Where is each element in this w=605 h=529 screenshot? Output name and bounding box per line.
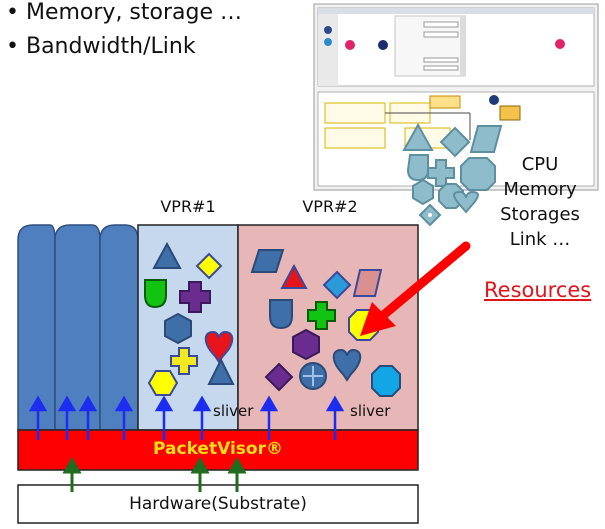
- resource-pointer-arrow: [360, 241, 471, 336]
- resource-link: Link …: [509, 229, 571, 250]
- resource-list: CPU Memory Storages Link …: [488, 152, 592, 252]
- vpr2-label: VPR#2: [302, 197, 358, 216]
- bullet-memory-storage: • Memory, storage …: [6, 0, 242, 25]
- heart-icon: [332, 348, 362, 382]
- octagon-icon: [371, 365, 401, 397]
- heart-icon: [453, 190, 479, 214]
- diamond-icon: [264, 362, 294, 392]
- diamond-icon: [195, 252, 223, 280]
- resource-storages: Storages: [500, 204, 580, 225]
- octagon-icon: [460, 157, 496, 191]
- blue-slices: [17, 224, 139, 431]
- packetvisor-label: PacketVisor®: [153, 439, 283, 459]
- vpr2-shapes: [250, 249, 401, 397]
- resources-link[interactable]: Resources: [484, 278, 592, 302]
- blue-slice-3: [99, 224, 139, 431]
- packetvisor-bar: [17, 429, 419, 471]
- parallelogram-icon: [352, 269, 383, 297]
- hexagon-icon: [164, 312, 192, 345]
- heart-icon: [204, 330, 234, 364]
- teardrop-icon: [406, 154, 429, 182]
- resource-cpu: CPU: [521, 154, 559, 175]
- sliver-label-1: sliver: [213, 402, 254, 420]
- resource-shapes: [402, 122, 503, 227]
- triangle-icon: [280, 263, 308, 289]
- parallelogram-icon: [250, 249, 285, 273]
- diamond-icon: [439, 126, 471, 158]
- vpr1-shapes: [144, 241, 235, 396]
- diamond-icon: [322, 270, 352, 300]
- sliver-label-2: sliver: [350, 402, 391, 420]
- teardrop-icon: [269, 299, 293, 330]
- hexagon-icon: [292, 328, 320, 361]
- green-arrows: [62, 457, 247, 492]
- hardware-box: [17, 484, 419, 524]
- cross-icon: [170, 347, 198, 375]
- triangle-icon: [207, 357, 235, 385]
- up-arrows: [28, 395, 345, 440]
- parallelogram-icon: [469, 125, 503, 153]
- triangle-icon: [402, 122, 434, 151]
- hardware-label: Hardware(Substrate): [129, 494, 307, 514]
- cross-icon: [307, 301, 336, 330]
- hexagon-icon: [147, 370, 179, 396]
- bullet-bandwidth-link: • Bandwidth/Link: [6, 34, 196, 59]
- blue-slice-2: [54, 224, 101, 431]
- teardrop-icon: [144, 279, 167, 309]
- resource-memory: Memory: [503, 179, 577, 200]
- triangle-icon: [152, 241, 182, 269]
- cross-icon: [179, 281, 211, 313]
- vpr1-label: VPR#1: [160, 197, 216, 216]
- hexagon-icon: [412, 178, 434, 206]
